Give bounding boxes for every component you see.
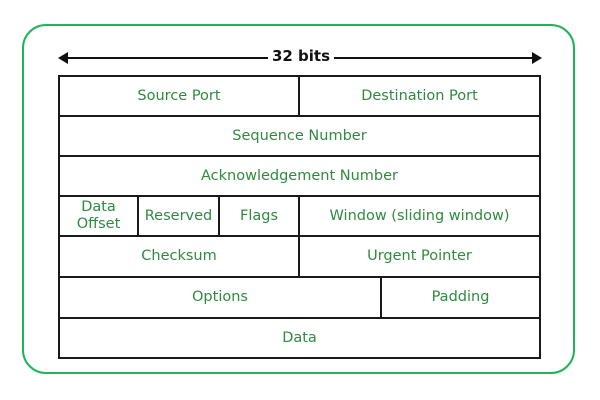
field-checksum: Checksum [58, 235, 300, 278]
arrow-left-icon [58, 52, 68, 64]
field-options: Options [58, 276, 382, 319]
field-window: Window (sliding window) [298, 195, 541, 237]
field-reserved: Reserved [137, 195, 220, 237]
field-acknowledgement-number: Acknowledgement Number [58, 155, 541, 197]
arrow-right-icon [532, 52, 542, 64]
diagram-frame [22, 24, 575, 374]
field-flags: Flags [218, 195, 300, 237]
field-source-port: Source Port [58, 75, 300, 117]
field-urgent-pointer: Urgent Pointer [298, 235, 541, 278]
field-data: Data [58, 317, 541, 359]
field-destination-port: Destination Port [298, 75, 541, 117]
width-label: 32 bits [268, 47, 334, 65]
field-sequence-number: Sequence Number [58, 115, 541, 157]
field-data-offset: Data Offset [58, 195, 139, 237]
field-padding: Padding [380, 276, 541, 319]
